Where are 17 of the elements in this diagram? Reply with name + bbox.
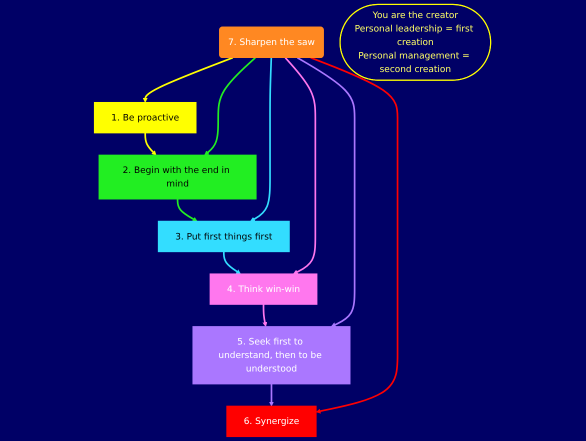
- arrow: [250, 58, 273, 222]
- node-box: 2. Begin with the end in mind: [99, 154, 258, 200]
- arrow: [223, 252, 242, 274]
- node-box: 4. Think win-win: [210, 273, 318, 305]
- node-box: 5. Seek first to understand, then to be understood: [192, 326, 351, 384]
- arrow: [297, 57, 356, 327]
- node-box: 6. Synergize: [226, 406, 318, 438]
- arrow: [310, 56, 399, 414]
- arrow: [285, 57, 317, 274]
- arrow: [177, 198, 198, 222]
- arrow: [269, 384, 274, 406]
- arrow: [204, 57, 256, 156]
- arrow: [262, 304, 268, 327]
- arrow: [143, 56, 234, 103]
- arrow: [144, 132, 157, 156]
- node-box: 3. Put first things first: [158, 220, 290, 252]
- node-box: 1. Be proactive: [94, 102, 197, 134]
